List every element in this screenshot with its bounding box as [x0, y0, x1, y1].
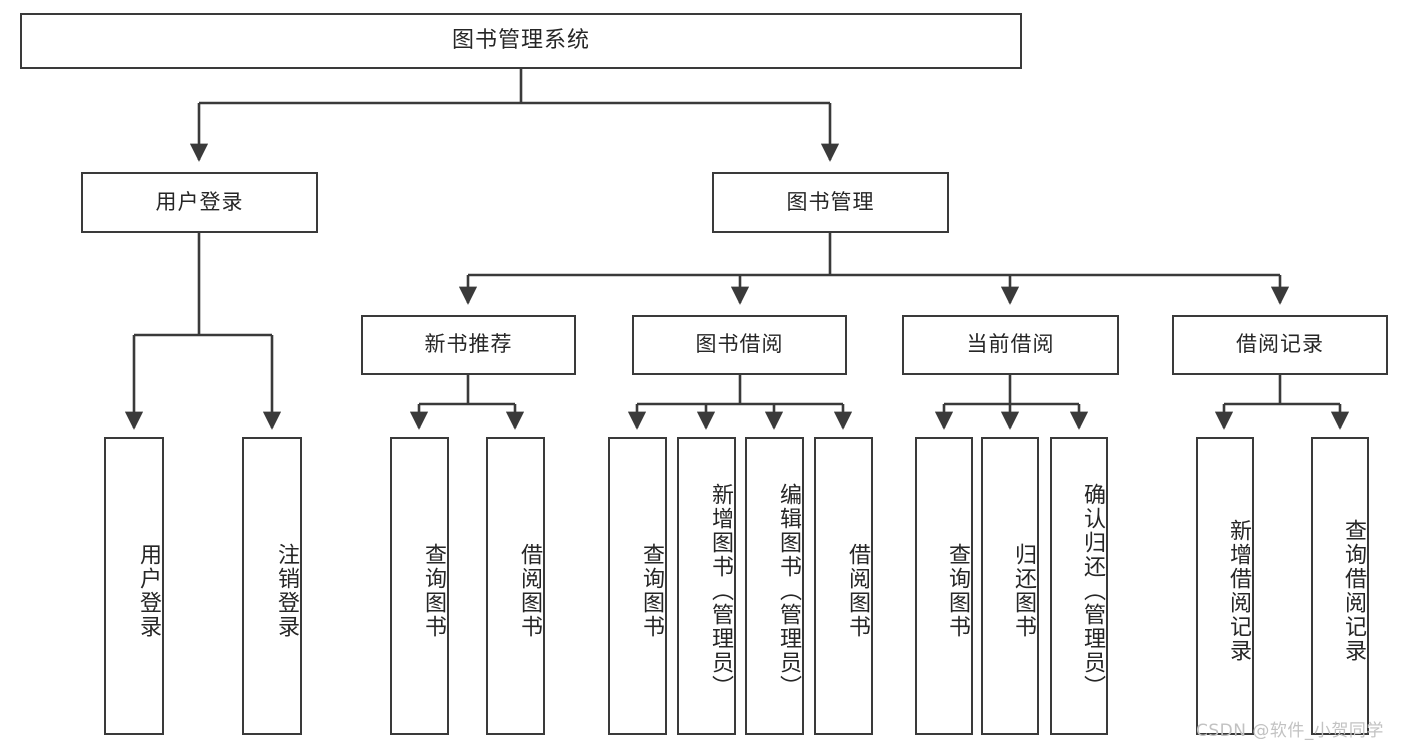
node-current-borrow[interactable]: 当前借阅 [902, 315, 1119, 375]
leaf-borrow-book[interactable]: 借阅图书 [814, 437, 873, 735]
node-label: 图书借阅 [695, 332, 784, 357]
leaf-edit-book-admin[interactable]: 编辑图书（管理员） [745, 437, 804, 735]
node-label: 查询借阅记录 [1341, 519, 1366, 663]
node-label: 用户登录 [136, 543, 161, 639]
leaf-return-book[interactable]: 归还图书 [981, 437, 1039, 735]
node-label: 归还图书 [1011, 543, 1036, 639]
node-label: 借阅记录 [1236, 332, 1324, 357]
leaf-query-book-borrow[interactable]: 查询图书 [608, 437, 667, 735]
node-book-manage[interactable]: 图书管理 [712, 172, 949, 233]
node-label: 编辑图书（管理员） [776, 483, 801, 699]
leaf-query-book-recommend[interactable]: 查询图书 [390, 437, 449, 735]
node-borrow-record[interactable]: 借阅记录 [1172, 315, 1388, 375]
node-label: 查询图书 [945, 543, 970, 639]
node-user-login[interactable]: 用户登录 [81, 172, 318, 233]
leaf-add-borrow-record[interactable]: 新增借阅记录 [1196, 437, 1254, 735]
node-new-book-recommend[interactable]: 新书推荐 [361, 315, 576, 375]
node-label: 确认归还（管理员） [1080, 483, 1105, 699]
leaf-query-book-current[interactable]: 查询图书 [915, 437, 973, 735]
leaf-borrow-book-recommend[interactable]: 借阅图书 [486, 437, 545, 735]
node-label: 借阅图书 [517, 543, 542, 639]
node-label: 用户登录 [155, 189, 244, 214]
watermark-credit: CSDN @软件_小贺同学 [1196, 721, 1384, 741]
node-label: 查询图书 [639, 543, 664, 639]
node-label: 新增图书（管理员） [708, 483, 733, 699]
leaf-confirm-return-admin[interactable]: 确认归还（管理员） [1050, 437, 1108, 735]
node-label: 新增借阅记录 [1226, 519, 1251, 663]
leaf-add-book-admin[interactable]: 新增图书（管理员） [677, 437, 736, 735]
leaf-query-borrow-record[interactable]: 查询借阅记录 [1311, 437, 1369, 735]
node-label: 当前借阅 [966, 332, 1055, 357]
node-label: 借阅图书 [845, 543, 870, 639]
node-label: 新书推荐 [424, 332, 513, 357]
node-label: 图书管理系统 [451, 27, 590, 53]
node-label: 查询图书 [421, 543, 446, 639]
leaf-logout-login[interactable]: 注销登录 [242, 437, 302, 735]
node-book-borrow[interactable]: 图书借阅 [632, 315, 847, 375]
node-root-system[interactable]: 图书管理系统 [20, 13, 1022, 69]
node-label: 图书管理 [786, 189, 875, 214]
node-label: 注销登录 [274, 543, 299, 639]
leaf-user-login[interactable]: 用户登录 [104, 437, 164, 735]
